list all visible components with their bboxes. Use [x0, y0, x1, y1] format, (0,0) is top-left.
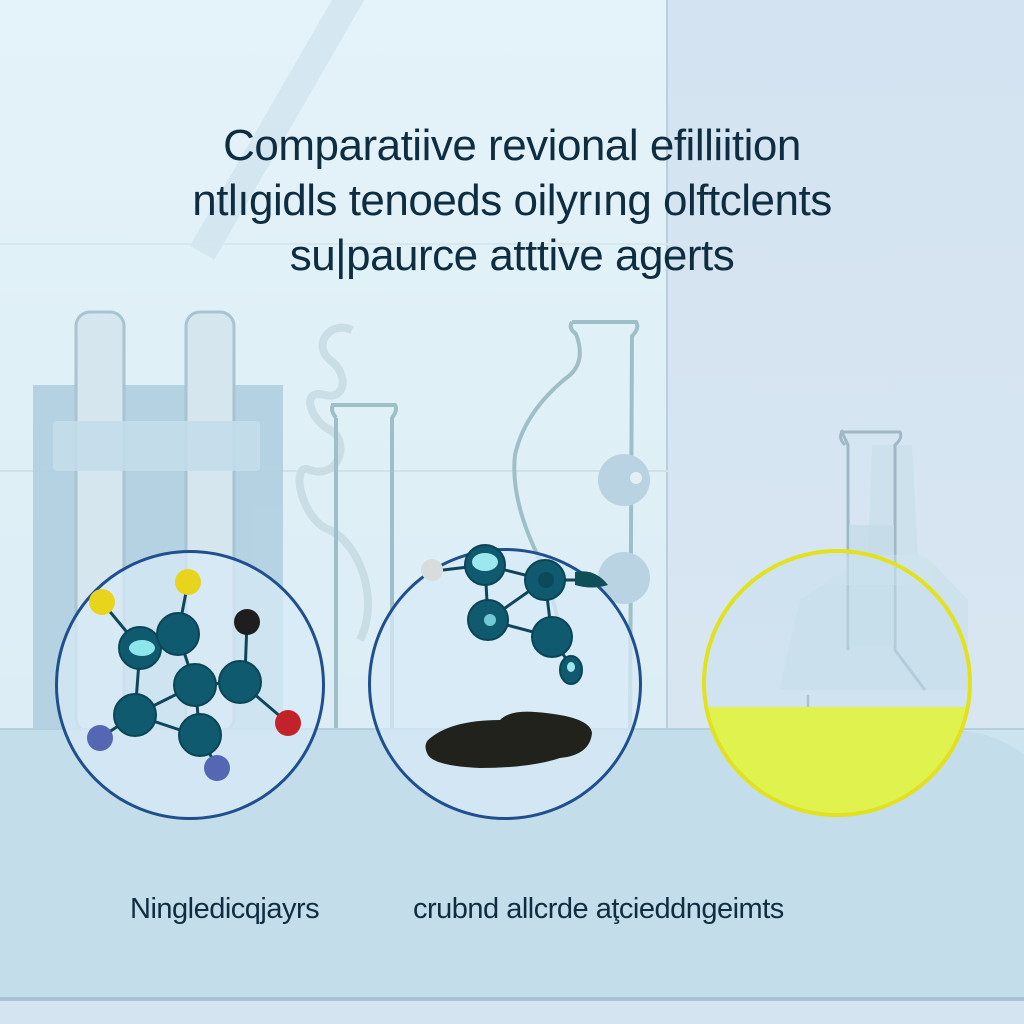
oil-spill-panel — [368, 548, 642, 820]
oil-droplet-icon — [421, 544, 608, 768]
title-line-1: Comparatiive revional efilliition — [223, 121, 801, 170]
page-title: Comparatiive revional efilliition ntlıgi… — [0, 118, 1024, 283]
caption-right: crubnd allcrde aţciеddngeimts — [413, 893, 784, 925]
shelf-line — [0, 243, 668, 245]
stand-clamp-ball — [598, 454, 650, 506]
counter-curve — [960, 730, 1024, 755]
caption-left: Ninglediсqjayrs — [130, 893, 320, 925]
floor-line — [0, 997, 1024, 1001]
floor — [0, 1001, 1024, 1024]
flask-panel — [702, 549, 972, 817]
graduated-cylinder-icon — [330, 403, 398, 740]
title-line-3: su|paurce atttive agerts — [289, 231, 735, 280]
title-line-2: ntlıgidls tenoeds oilyrıng olftclents — [192, 176, 832, 225]
molecule-icon — [87, 569, 301, 781]
yellow-liquid — [706, 707, 968, 813]
window-divider — [666, 0, 668, 730]
